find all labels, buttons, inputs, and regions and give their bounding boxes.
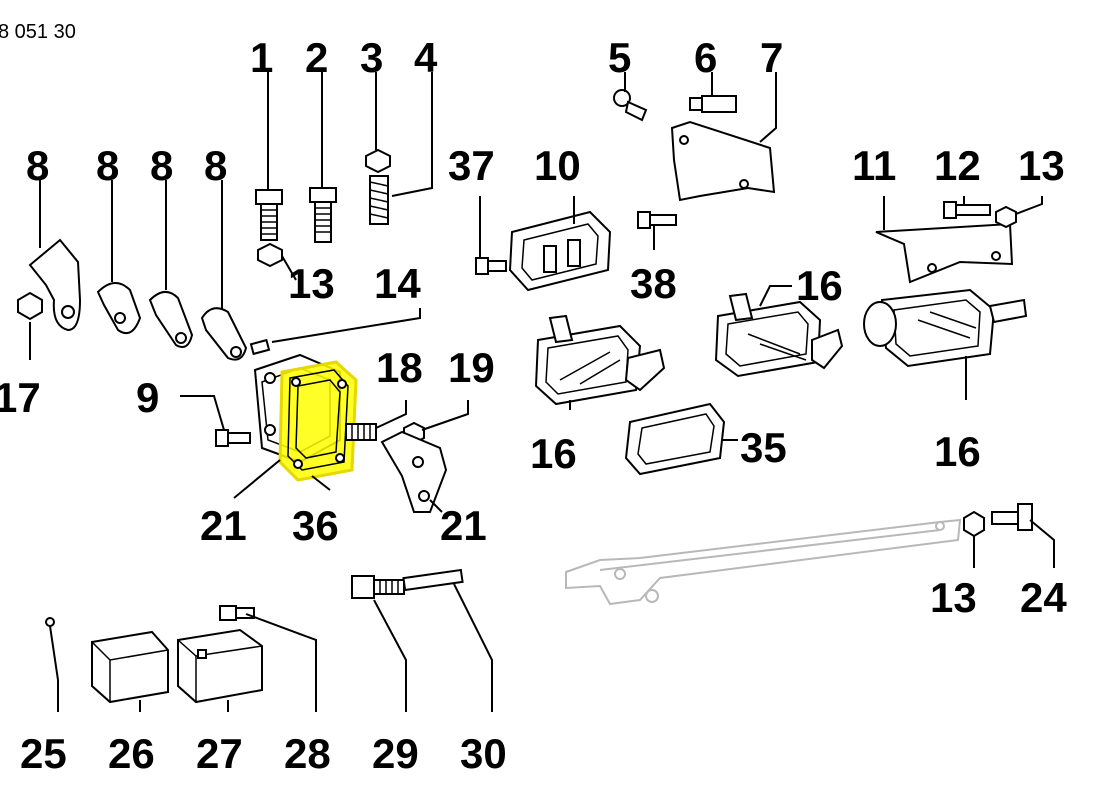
callout-21-left[interactable]: 21 [200,502,247,549]
callout-9[interactable]: 9 [136,374,159,421]
callout-17[interactable]: 17 [0,374,41,421]
linkage-rod-outline [565,518,962,606]
part-36-gasket[interactable] [278,360,358,482]
callout-26[interactable]: 26 [108,730,155,777]
callout-29[interactable]: 29 [372,730,419,777]
part-5-fitting[interactable] [613,89,648,122]
callout-16-left[interactable]: 16 [530,430,577,477]
part-10-cover[interactable] [508,210,612,292]
callout-6[interactable]: 6 [694,34,717,81]
leader-lines [29,72,1055,712]
callout-2[interactable]: 2 [305,34,328,81]
part-26-block[interactable] [91,630,169,704]
callout-19[interactable]: 19 [448,344,495,391]
part-24-bolt[interactable] [991,503,1033,531]
part-13-nut-b[interactable] [995,205,1017,229]
callout-24[interactable]: 24 [1020,574,1067,621]
callout-28[interactable]: 28 [284,730,331,777]
callout-5[interactable]: 5 [608,34,631,81]
callout-8a[interactable]: 8 [26,142,49,189]
part-25-pin[interactable] [45,617,59,681]
part-7-bracket[interactable] [670,120,776,202]
part-16-switch-assembly-b[interactable] [714,292,844,378]
callout-11[interactable]: 11 [852,142,896,189]
part-9-screw[interactable] [215,429,251,447]
callout-1[interactable]: 1 [250,34,273,81]
callout-14[interactable]: 14 [374,260,421,307]
part-13-nut[interactable] [257,242,283,268]
part-28-screw[interactable] [219,605,255,621]
part-21-lever[interactable] [380,430,448,513]
callout-35[interactable]: 35 [740,424,787,471]
callout-3[interactable]: 3 [360,34,383,81]
callout-8b[interactable]: 8 [96,142,119,189]
callout-8c[interactable]: 8 [150,142,173,189]
document-number: 8 051 30 [0,21,76,43]
callout-16-right[interactable]: 16 [934,428,981,475]
part-29-30-cable-assembly[interactable] [351,568,464,599]
part-35-gasket[interactable] [624,402,726,476]
callout-27[interactable]: 27 [196,730,243,777]
part-6-fitting[interactable] [689,95,737,113]
callout-13-bottom[interactable]: 13 [930,574,977,621]
callout-13-top-right[interactable]: 13 [1018,142,1065,189]
callout-21-right[interactable]: 21 [440,502,487,549]
part-27-clip[interactable] [177,628,263,704]
part-18-spring[interactable] [345,423,377,441]
callout-37[interactable]: 37 [448,142,495,189]
callout-38[interactable]: 38 [630,260,677,307]
callouts: 1 2 3 4 5 6 7 8 8 8 8 37 10 11 12 13 13 … [0,34,1067,777]
part-16-switch-assembly-a[interactable] [534,314,666,406]
callout-30[interactable]: 30 [460,730,507,777]
part-16-switch-assembly-c[interactable] [863,288,1028,368]
part-4-threaded-stud[interactable] [369,175,389,225]
callout-8d[interactable]: 8 [204,142,227,189]
callout-10[interactable]: 10 [534,142,581,189]
callout-7[interactable]: 7 [760,34,783,81]
callout-16-middle[interactable]: 16 [796,262,843,309]
part-3-nut[interactable] [365,148,391,174]
callout-13-left[interactable]: 13 [288,260,335,307]
callout-36[interactable]: 36 [292,502,339,549]
part-17-nut[interactable] [17,291,43,321]
callout-4[interactable]: 4 [414,34,438,81]
part-11-bracket[interactable] [875,222,1014,284]
part-12-bolt[interactable] [943,201,991,219]
part-8-lever-b[interactable] [96,282,142,334]
callout-18[interactable]: 18 [376,344,423,391]
callout-12[interactable]: 12 [934,142,981,189]
part-2-bolt[interactable] [309,187,337,243]
callout-25[interactable]: 25 [20,730,67,777]
part-14-pin[interactable] [249,338,271,356]
part-38-screw[interactable] [637,211,677,229]
part-37-screw[interactable] [475,257,507,275]
part-13-nut-c[interactable] [963,510,985,538]
part-1-bolt[interactable] [255,189,283,241]
